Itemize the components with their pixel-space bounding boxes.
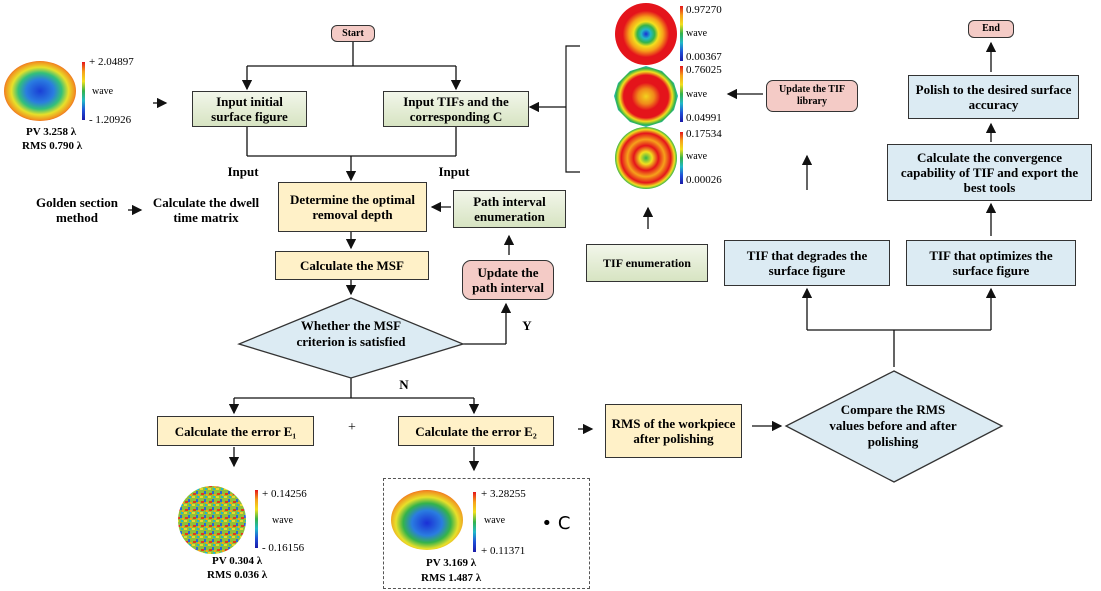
- error-e1-box: Calculate the error E₁: [157, 416, 314, 446]
- update-tif-library-box: Update the TIF library: [766, 80, 858, 112]
- initial-min-label: - 1.20926: [89, 114, 132, 126]
- error-e2-box: Calculate the error E₂: [398, 416, 554, 446]
- initial-unit-label: wave: [92, 86, 114, 97]
- e1-rms-label: RMS 0.036 λ: [207, 569, 268, 581]
- tif-enumeration-box: TIF enumeration: [586, 244, 708, 282]
- tif3-max-label: 0.17534: [686, 128, 722, 140]
- tif1-unit-label: wave: [686, 28, 708, 39]
- start-node: Start: [331, 25, 375, 42]
- e2-surface-map: [391, 490, 463, 550]
- initial-surface-map: [4, 61, 76, 121]
- tif2-max-label: 0.76025: [686, 64, 722, 76]
- initial-colorbar: [82, 62, 85, 120]
- input-label-left: Input: [227, 164, 259, 179]
- tif3-unit-label: wave: [686, 151, 708, 162]
- tif-bracket: [565, 45, 580, 173]
- tif3-min-label: 0.00026: [686, 174, 722, 186]
- calculate-msf-box: Calculate the MSF: [275, 251, 429, 280]
- initial-rms-label: RMS 0.790 λ: [22, 140, 83, 152]
- e2-max-label: + 3.28255: [481, 488, 526, 500]
- e1-unit-label: wave: [272, 515, 294, 526]
- plus-label: +: [348, 420, 356, 435]
- e2-rms-label: RMS 1.487 λ: [421, 572, 482, 584]
- tif3-colorbar: [680, 132, 683, 184]
- e2-pv-label: PV 3.169 λ: [426, 557, 477, 569]
- optimal-removal-depth-box: Determine the optimal removal depth: [278, 182, 427, 232]
- convergence-box: Calculate the convergence capability of …: [887, 144, 1092, 201]
- rms-workpiece-box: RMS of the workpiece after polishing: [605, 404, 742, 458]
- tif1-colorbar: [680, 6, 683, 61]
- yes-label: Y: [522, 318, 532, 333]
- tif2-unit-label: wave: [686, 89, 708, 100]
- tif-optimizes-box: TIF that optimizes the surface figure: [906, 240, 1076, 286]
- tif-map-2: [614, 66, 678, 127]
- dwell-time-label: Calculate the dwell time matrix: [152, 195, 260, 225]
- tif1-min-label: 0.00367: [686, 51, 722, 63]
- tif2-min-label: 0.04991: [686, 112, 722, 124]
- e1-colorbar: [255, 490, 258, 548]
- e2-dashed-group: [383, 478, 590, 589]
- path-interval-enum-box: Path interval enumeration: [453, 190, 566, 228]
- tif-map-3: [615, 127, 677, 189]
- dot-c-label: • C: [541, 513, 571, 534]
- e2-colorbar: [473, 492, 476, 552]
- update-path-interval-box: Update the path interval: [462, 260, 554, 300]
- no-label: N: [399, 377, 409, 392]
- input-tifs-box: Input TIFs and the corresponding C: [383, 91, 529, 127]
- tif-degrades-box: TIF that degrades the surface figure: [724, 240, 890, 286]
- e2-unit-label: wave: [484, 515, 506, 526]
- msf-criterion-label: Whether the MSF criterion is satisfied: [296, 318, 406, 349]
- polish-box: Polish to the desired surface accuracy: [908, 75, 1079, 119]
- e1-max-label: + 0.14256: [262, 488, 307, 500]
- tif1-max-label: 0.97270: [686, 4, 722, 16]
- input-label-right: Input: [438, 164, 470, 179]
- initial-pv-label: PV 3.258 λ: [26, 126, 77, 138]
- tif-map-1: [615, 3, 677, 65]
- input-initial-surface-box: Input initial surface figure: [192, 91, 307, 127]
- e1-min-label: - 0.16156: [262, 542, 305, 554]
- e2-min-label: + 0.11371: [481, 545, 526, 557]
- initial-max-label: + 2.04897: [89, 56, 134, 68]
- tif2-colorbar: [680, 66, 683, 122]
- msf-criterion-diamond: [237, 297, 465, 379]
- golden-section-label: Golden section method: [36, 195, 118, 225]
- compare-rms-diamond: [784, 370, 1004, 483]
- end-node: End: [968, 20, 1014, 38]
- e1-pv-label: PV 0.304 λ: [212, 555, 263, 567]
- e1-surface-map: [178, 486, 246, 554]
- compare-rms-label: Compare the RMS values before and after …: [829, 402, 957, 449]
